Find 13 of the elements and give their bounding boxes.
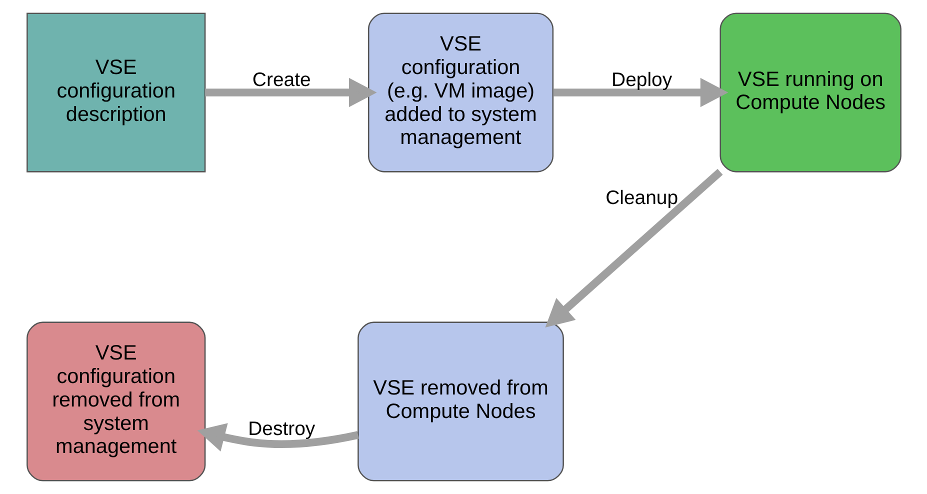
node-box: VSE configuration removed from system management [26, 322, 206, 482]
arrow [196, 423, 358, 452]
edge-label: Cleanup [605, 187, 678, 210]
node-box: VSE configuration description [26, 12, 206, 172]
edge-label: Create [252, 69, 310, 92]
arrow [204, 78, 376, 108]
node-box: VSE running on Compute Nodes [719, 12, 901, 172]
arrow [544, 168, 722, 328]
edge-label: Destroy [248, 418, 315, 440]
node-box: VSE configuration (e.g. VM image) added to system management [367, 12, 554, 172]
arrow [552, 78, 728, 108]
edge-label: Deploy [611, 69, 672, 92]
node-box: VSE removed from Compute Nodes [357, 322, 564, 482]
